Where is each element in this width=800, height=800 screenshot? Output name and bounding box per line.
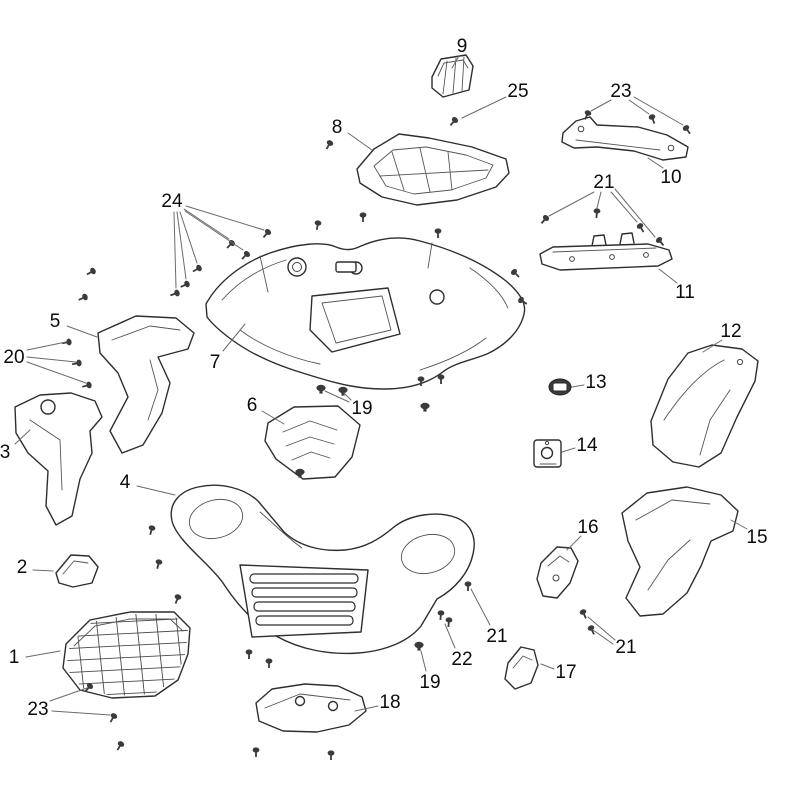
- leader-line-20: [26, 356, 77, 363]
- callout-23-2: 23: [610, 81, 631, 102]
- callout-labels-group: 9 25 23 8 10 24 21 11 5 12 7 20 13 19 6 3 14 4 16 15 2 21 22 19…: [0, 36, 768, 720]
- part-4-front-fascia: [170, 484, 475, 655]
- callout-20-11: 20: [3, 347, 24, 368]
- leader-line-21: [470, 588, 491, 626]
- callout-18-27: 18: [379, 692, 400, 713]
- part-16-bracket: [536, 546, 579, 599]
- leader-line-15: [730, 519, 748, 530]
- callout-19-23: 19: [419, 672, 440, 693]
- part-11-support-strip: [539, 232, 673, 271]
- leader-line-21: [592, 629, 614, 645]
- leader-line-21: [614, 188, 656, 238]
- leader-line-9: [451, 55, 460, 69]
- leader-line-13: [571, 384, 585, 388]
- leader-line-24: [183, 208, 230, 240]
- leader-line-5: [66, 325, 98, 338]
- leader-line-8: [347, 132, 373, 151]
- callout-23-28: 23: [27, 699, 48, 720]
- part-18-lower-panel: [255, 683, 367, 733]
- callout-6-14: 6: [247, 395, 258, 416]
- leader-line-2: [32, 569, 54, 572]
- leader-line-25: [461, 96, 507, 119]
- callout-21-6: 21: [593, 172, 614, 193]
- callout-11-7: 11: [675, 282, 695, 303]
- leader-line-21: [596, 191, 602, 209]
- callout-21-24: 21: [615, 637, 636, 658]
- leader-line-1: [25, 650, 61, 658]
- callout-17-25: 17: [555, 662, 576, 683]
- part-1-front-grille: [62, 611, 191, 699]
- leader-line-3: [14, 429, 31, 445]
- leader-line-23: [628, 99, 650, 115]
- callout-16-18: 16: [577, 517, 598, 538]
- leader-line-24: [179, 211, 198, 264]
- leader-line-18: [354, 705, 379, 712]
- leader-line-21: [610, 191, 638, 223]
- callout-2-20: 2: [17, 557, 28, 578]
- callout-8-3: 8: [332, 117, 343, 138]
- callout-21-21: 21: [486, 626, 507, 647]
- part-2-bracket: [55, 554, 99, 588]
- callout-4-17: 4: [120, 472, 131, 493]
- callout-5-8: 5: [50, 311, 61, 332]
- leader-line-20: [26, 341, 67, 351]
- callout-22-22: 22: [451, 649, 472, 670]
- leader-line-21: [548, 191, 595, 217]
- leader-line-17: [540, 663, 555, 670]
- leader-line-23: [51, 710, 111, 716]
- part-12-right-side-panel: [650, 344, 759, 468]
- part-13-grommet: [548, 378, 572, 396]
- part-10-rear-bracket: [561, 116, 689, 161]
- leader-line-24: [184, 210, 244, 251]
- part-8-rack-support: [356, 133, 510, 206]
- leader-line-21: [587, 616, 616, 641]
- callout-9-0: 9: [457, 36, 468, 57]
- leader-line-19: [420, 650, 427, 672]
- callout-19-13: 19: [351, 398, 372, 419]
- part-6-center-cover: [264, 405, 361, 480]
- callout-15-19: 15: [746, 527, 767, 548]
- leader-line-16: [566, 535, 582, 551]
- leader-line-19: [343, 392, 352, 401]
- part-7-front-fender: [205, 237, 526, 390]
- leader-line-6: [261, 410, 285, 425]
- leader-line-4: [136, 485, 176, 496]
- callout-14-16: 14: [576, 435, 598, 456]
- leader-line-23: [633, 96, 684, 126]
- part-17-bracket: [504, 646, 539, 690]
- callout-3-15: 3: [0, 442, 10, 463]
- leader-line-10: [647, 157, 664, 169]
- part-3-left-side-panel: [14, 392, 103, 526]
- leader-line-24: [176, 211, 187, 280]
- leader-line-24: [185, 205, 265, 231]
- part-15-footwell-panel: [621, 486, 739, 617]
- callout-24-5: 24: [161, 191, 183, 212]
- callout-12-9: 12: [720, 321, 741, 342]
- callout-7-10: 7: [210, 352, 221, 373]
- part-5-inner-panel: [97, 315, 195, 454]
- leader-line-11: [658, 268, 678, 284]
- callout-13-12: 13: [585, 372, 606, 393]
- callout-1-26: 1: [9, 647, 20, 668]
- part-14-mount-bracket: [533, 439, 562, 468]
- callout-25-1: 25: [507, 81, 528, 102]
- leader-line-23: [49, 687, 88, 702]
- part-9-cover: [431, 54, 474, 98]
- leader-lines-group: [14, 55, 748, 716]
- leader-line-7: [222, 323, 246, 352]
- leader-line-14: [561, 447, 576, 453]
- callout-10-4: 10: [660, 167, 681, 188]
- leader-line-22: [444, 623, 456, 649]
- leader-line-19: [324, 390, 350, 403]
- leader-line-23: [590, 99, 612, 112]
- leader-line-24: [173, 211, 177, 289]
- leader-line-20: [26, 361, 87, 384]
- leader-line-12: [702, 339, 723, 353]
